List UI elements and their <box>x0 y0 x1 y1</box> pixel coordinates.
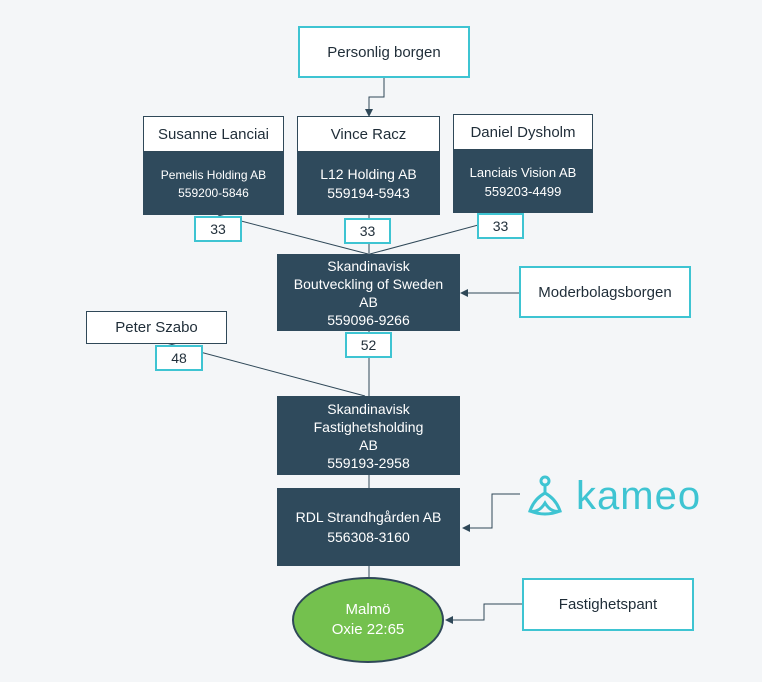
personal-guarantee-box: Personlig borgen <box>298 26 470 78</box>
share-susanne: 33 <box>194 216 242 242</box>
property-collateral-box: Fastighetspant <box>522 578 694 631</box>
owner-name-peter: Peter Szabo <box>86 311 227 344</box>
share-peter: 48 <box>155 345 203 371</box>
property-malmo: Malmö Oxie 22:65 <box>292 577 444 663</box>
parent-guarantee-box: Moderbolagsborgen <box>519 266 691 318</box>
kameo-logo-icon <box>528 475 562 516</box>
share-boutveckling: 52 <box>345 332 392 358</box>
share-daniel: 33 <box>477 213 524 239</box>
kameo-logo: kameo <box>522 470 712 522</box>
kameo-logo-text: kameo <box>576 473 702 518</box>
owner-name-vince: Vince Racz <box>297 116 440 152</box>
owner-name-daniel: Daniel Dysholm <box>453 114 593 150</box>
share-vince: 33 <box>344 218 391 244</box>
owner-name-susanne: Susanne Lanciai <box>143 116 284 152</box>
